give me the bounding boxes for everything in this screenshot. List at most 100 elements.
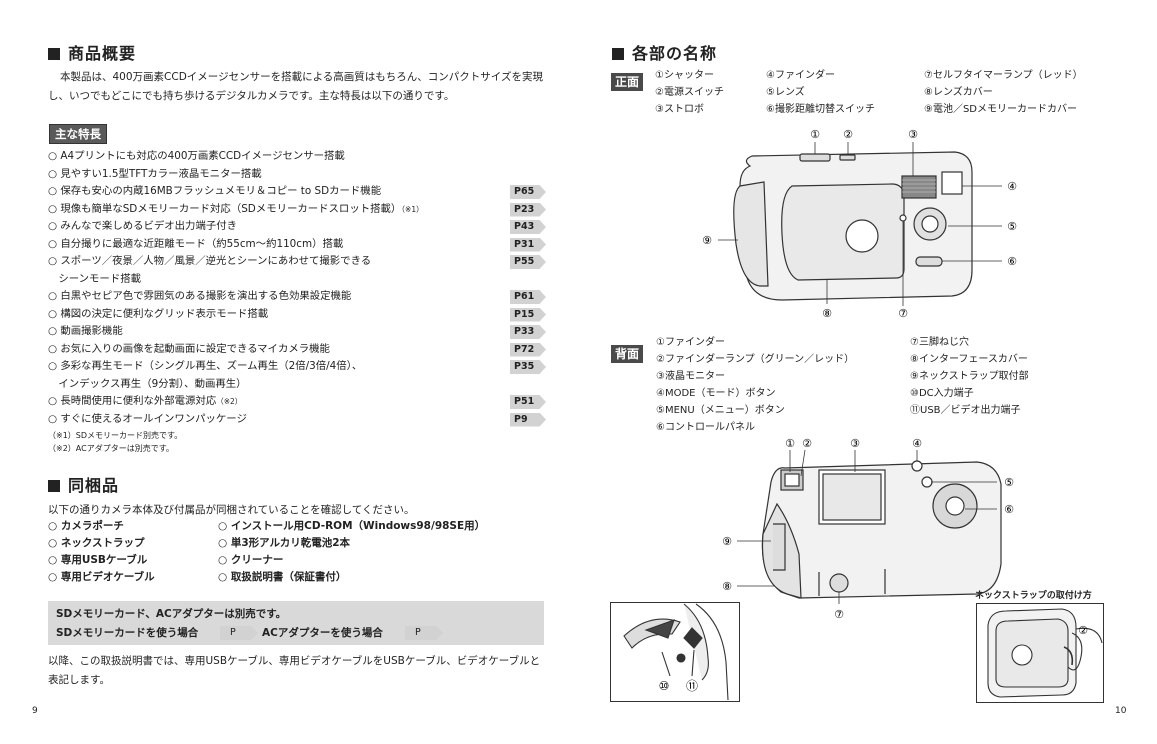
part-label: ⑧レンズカバー [924,87,993,98]
back-callout-6: ⑥ [1004,503,1014,516]
back-callout-5: ⑤ [1004,476,1014,489]
part-label: ①ファインダー [656,337,725,348]
part-label: ⑨ネックストラップ取付部 [910,371,1029,382]
part-label: ⑤レンズ [766,87,805,98]
front-parts-col3: ⑦セルフタイマーランプ（レッド） ⑧レンズカバー ⑨電池／SDメモリーカードカバ… [924,67,1083,118]
inset-callout-10: ⑩ [659,679,670,693]
part-label: ⑥コントロールパネル [656,422,755,433]
package-item: ○ 専用ビデオケーブル [48,571,155,583]
front-callout-8: ⑧ [822,307,832,320]
square-bullet-icon [48,48,60,60]
part-label: ⑤MENU（メニュー）ボタン [656,405,785,416]
page-ref-tag: P55 [510,255,546,269]
back-parts-col1: ①ファインダー ②ファインダーランプ（グリーン／レッド） ③液晶モニター ④MO… [656,334,854,436]
package-list-col2: ○ インストール用CD-ROM（Windows98/98SE用） ○ 単3形アル… [218,518,485,586]
feature-item: ○ 長時間使用に便利な外部電源対応（※2） P51 [48,393,548,411]
page-number-right: 10 [1115,706,1127,716]
package-item: ○ ネックストラップ [48,537,145,549]
back-callout-8: ⑧ [722,580,732,593]
feature-item: ○ 多彩な再生モード（シングル再生、ズーム再生（2倍/3倍/4倍）、 P35 [48,358,548,376]
section-title-parts: 各部の名称 [612,40,717,64]
part-label: ④ファインダー [766,70,835,81]
page-ref-tag: P61 [510,290,546,304]
front-callout-5: ⑤ [1007,220,1017,233]
feature-item: ○ 保存も安心の内蔵16MBフラッシュメモリ＆コピー to SDカード機能 P65 [48,183,548,201]
feature-text: ○ 見やすい1.5型TFTカラー液晶モニター搭載 [48,167,262,180]
feature-note: （※2） [216,397,243,406]
feature-item: ○ お気に入りの画像を起動画面に設定できるマイカメラ機能 P72 [48,341,548,359]
package-item: ○ 専用USBケーブル [48,554,148,566]
strap-title: ネックストラップの取付け方 [975,591,1092,601]
front-tag: 正面 [611,71,644,91]
page-ref-tag: P23 [510,202,546,217]
part-label: ①シャッター [655,70,714,81]
part-label: ⑩DC入力端子 [910,388,974,399]
package-list-col1: ○ カメラポーチ ○ ネックストラップ ○ 専用USBケーブル ○ 専用ビデオケ… [48,518,155,586]
part-label: ④MODE（モード）ボタン [656,388,776,399]
back-tag: 背面 [611,343,644,363]
feature-text: ○ 保存も安心の内蔵16MBフラッシュメモリ＆コピー to SDカード機能 [48,185,382,197]
page-ref-tag: P35 [510,360,546,374]
camera-back-diagram: ① ② ③ ④ ⑤ ⑥ ⑦ ⑧ ⑨ [722,437,1014,621]
sd-card-page-ref: P [220,626,258,640]
front-callout-2: ② [843,128,853,141]
outro-text: 以降、この取扱説明書では、専用USBケーブル、専用ビデオケーブルをUSBケーブル… [48,655,541,686]
footnote-2: （※2）ACアダプターは別売です。 [48,444,174,453]
page-ref-tag: P65 [510,185,546,199]
features-badge: 主な特長 [49,123,107,144]
feature-item: ○ みんなで楽しめるビデオ出力端子付き P43 [48,218,548,236]
inset-callout-11: ⑪ [686,679,698,693]
feature-text: シーンモード搭載 [48,272,141,285]
optional-items-box: SDメモリーカード、ACアダプターは別売です。 SDメモリーカードを使う場合 P… [48,601,544,645]
square-bullet-icon [48,480,60,492]
back-callout-1: ① [785,437,795,450]
feature-text: インデックス再生（9分割）、動画再生） [48,377,247,390]
page-ref-tag: P72 [510,342,546,357]
feature-item: ○ A4プリントにも対応の400万画素CCDイメージセンサー搭載 [48,148,548,166]
front-callout-9: ⑨ [702,234,712,247]
back-callout-7: ⑦ [834,608,844,621]
feature-item: ○ 白黒やセピア色で雰囲気のある撮影を演出する色効果設定機能 P61 [48,288,548,306]
front-callout-4: ④ [1007,180,1017,193]
sd-card-ref: SDメモリーカードを使う場合 [56,627,199,639]
feature-text: ○ 長時間使用に便利な外部電源対応 [48,395,217,407]
footnote-1: （※1）SDメモリーカード別売です。 [48,431,183,440]
feature-text: ○ すぐに使えるオールインワンパッケージ [48,412,247,425]
features-list: ○ A4プリントにも対応の400万画素CCDイメージセンサー搭載○ 見やすい1.… [48,148,548,428]
feature-text: ○ 構図の決定に便利なグリッド表示モード搭載 [48,307,269,320]
part-label: ⑦セルフタイマーランプ（レッド） [924,70,1083,81]
back-callout-9: ⑨ [722,535,732,548]
page-ref-tag: P43 [510,220,546,234]
part-label: ⑦三脚ねじ穴 [910,337,969,348]
front-parts-col1: ①シャッター ②電源スイッチ ③ストロボ [655,67,724,118]
feature-text: ○ お気に入りの画像を起動画面に設定できるマイカメラ機能 [48,342,330,355]
page-ref-tag: P33 [510,325,546,339]
package-intro: 以下の通りカメラ本体及び付属品が同梱されていることを確認してください。 [48,504,415,516]
page-number-left: 9 [32,706,38,716]
footnotes: （※1）SDメモリーカード別売です。 （※2）ACアダプターは別売です。 [48,429,182,455]
front-parts-col2: ④ファインダー ⑤レンズ ⑥撮影距離切替スイッチ [766,67,875,118]
section-title-overview: 商品概要 [48,40,136,64]
optional-items-note: SDメモリーカード、ACアダプターは別売です。 [56,608,287,620]
back-callout-3: ③ [850,437,860,450]
feature-text: ○ 多彩な再生モード（シングル再生、ズーム再生（2倍/3倍/4倍）、 [48,360,363,372]
part-label: ⑧インターフェースカバー [910,354,1028,365]
page-ref-tag: P51 [510,395,546,409]
back-callout-4: ④ [912,437,922,450]
package-item: ○ クリーナー [218,554,284,566]
part-label: ②ファインダーランプ（グリーン／レッド） [656,354,855,365]
page-ref-tag: P31 [510,237,546,252]
feature-text: ○ 現像も簡単なSDメモリーカード対応（SDメモリーカードスロット搭載） [48,202,402,215]
feature-text: ○ 白黒やセピア色で雰囲気のある撮影を演出する色効果設定機能 [48,290,352,302]
strap-callout: ② [1078,624,1088,637]
back-callout-2: ② [802,437,812,450]
feature-text: ○ みんなで楽しめるビデオ出力端子付き [48,220,238,232]
interface-inset-diagram: ⑩ ⑪ [610,602,740,702]
overview-intro: 本製品は、400万画素CCDイメージセンサーを搭載による高画質はもちろん、コンパ… [48,71,543,102]
ac-adapter-ref: ACアダプターを使う場合 [262,627,383,639]
